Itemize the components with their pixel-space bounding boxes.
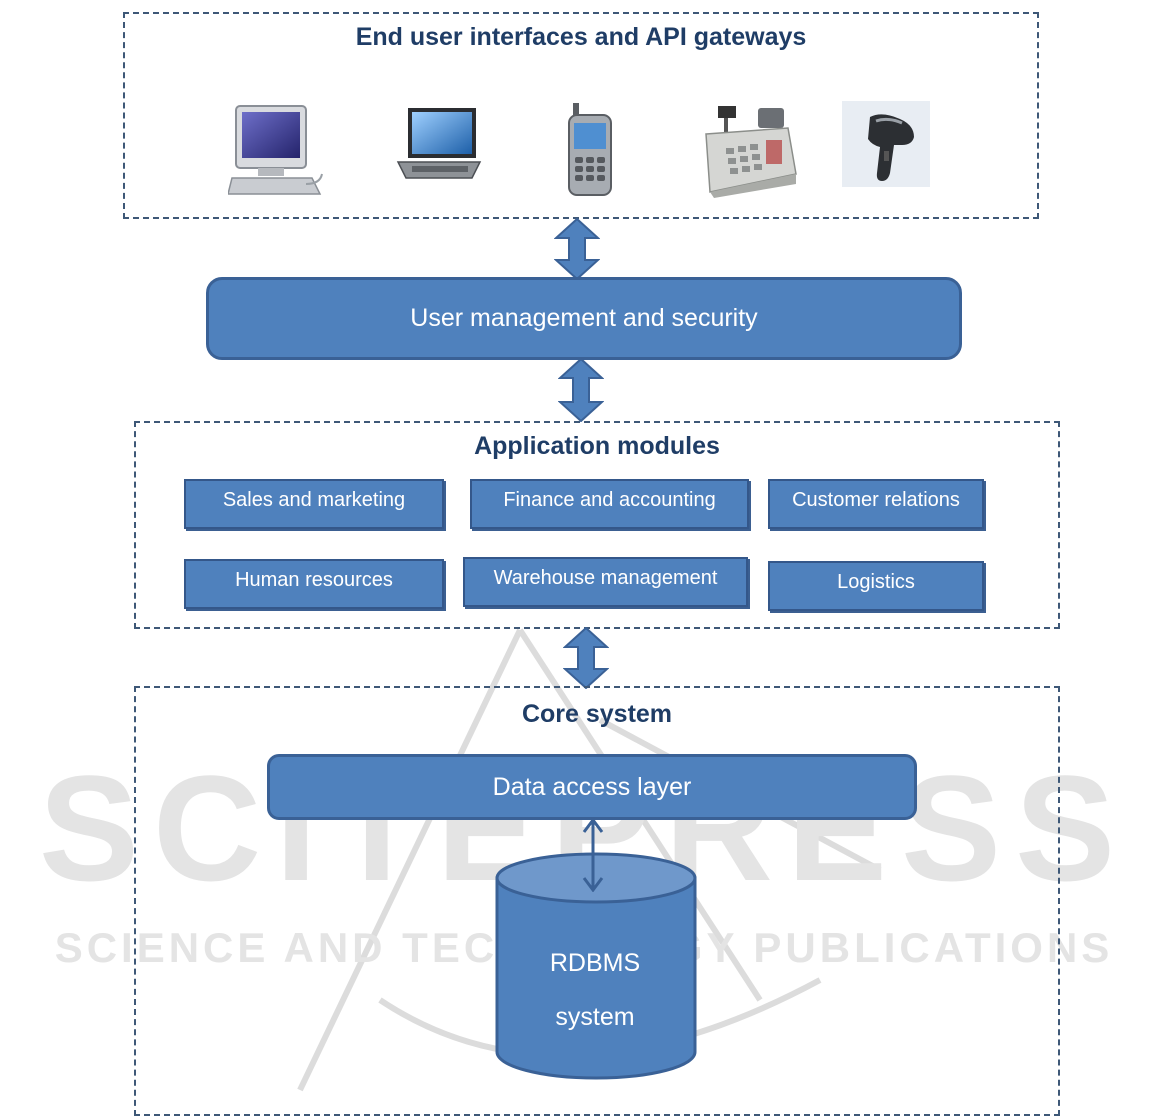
rdbms-label-line1: RDBMS	[549, 949, 641, 977]
cash-register-icon	[705, 106, 797, 198]
data-access-layer-label: Data access layer	[492, 772, 692, 801]
desktop-computer-icon	[228, 105, 323, 195]
module-logistics: Logistics	[768, 561, 984, 611]
application-modules-title: Application modules	[474, 432, 720, 460]
double-arrow-icon	[554, 218, 600, 280]
module-human-resources: Human resources	[184, 559, 444, 609]
module-finance-accounting: Finance and accounting	[470, 479, 749, 529]
double-arrow-icon	[563, 627, 609, 689]
module-label: Sales and marketing	[222, 489, 406, 511]
user-management-security-label: User management and security	[410, 304, 758, 332]
barcode-scanner-icon	[868, 114, 914, 181]
thin-double-arrow-icon	[582, 818, 604, 892]
rdbms-label-line2: system	[555, 1003, 635, 1031]
end-user-interfaces-group: End user interfaces and API gateways	[123, 12, 1039, 219]
module-customer-relations: Customer relations	[768, 479, 984, 529]
double-arrow-icon	[558, 358, 604, 422]
module-label: Human resources	[235, 569, 393, 591]
core-system-title: Core system	[521, 700, 673, 728]
data-access-layer-bar: Data access layer	[267, 754, 917, 820]
module-warehouse-management: Warehouse management	[463, 557, 748, 607]
module-label: Customer relations	[792, 489, 960, 511]
user-management-security-bar: User management and security	[206, 277, 962, 360]
module-label: Logistics	[837, 571, 915, 593]
mobile-phone-icon	[568, 103, 612, 196]
module-sales-marketing: Sales and marketing	[184, 479, 444, 529]
rdbms-database-icon	[495, 852, 697, 1080]
module-label: Warehouse management	[493, 567, 718, 589]
module-label: Finance and accounting	[503, 489, 716, 511]
laptop-icon	[396, 108, 482, 179]
application-modules-group: Application modules	[134, 421, 1060, 629]
end-user-interfaces-title: End user interfaces and API gateways	[355, 23, 807, 51]
